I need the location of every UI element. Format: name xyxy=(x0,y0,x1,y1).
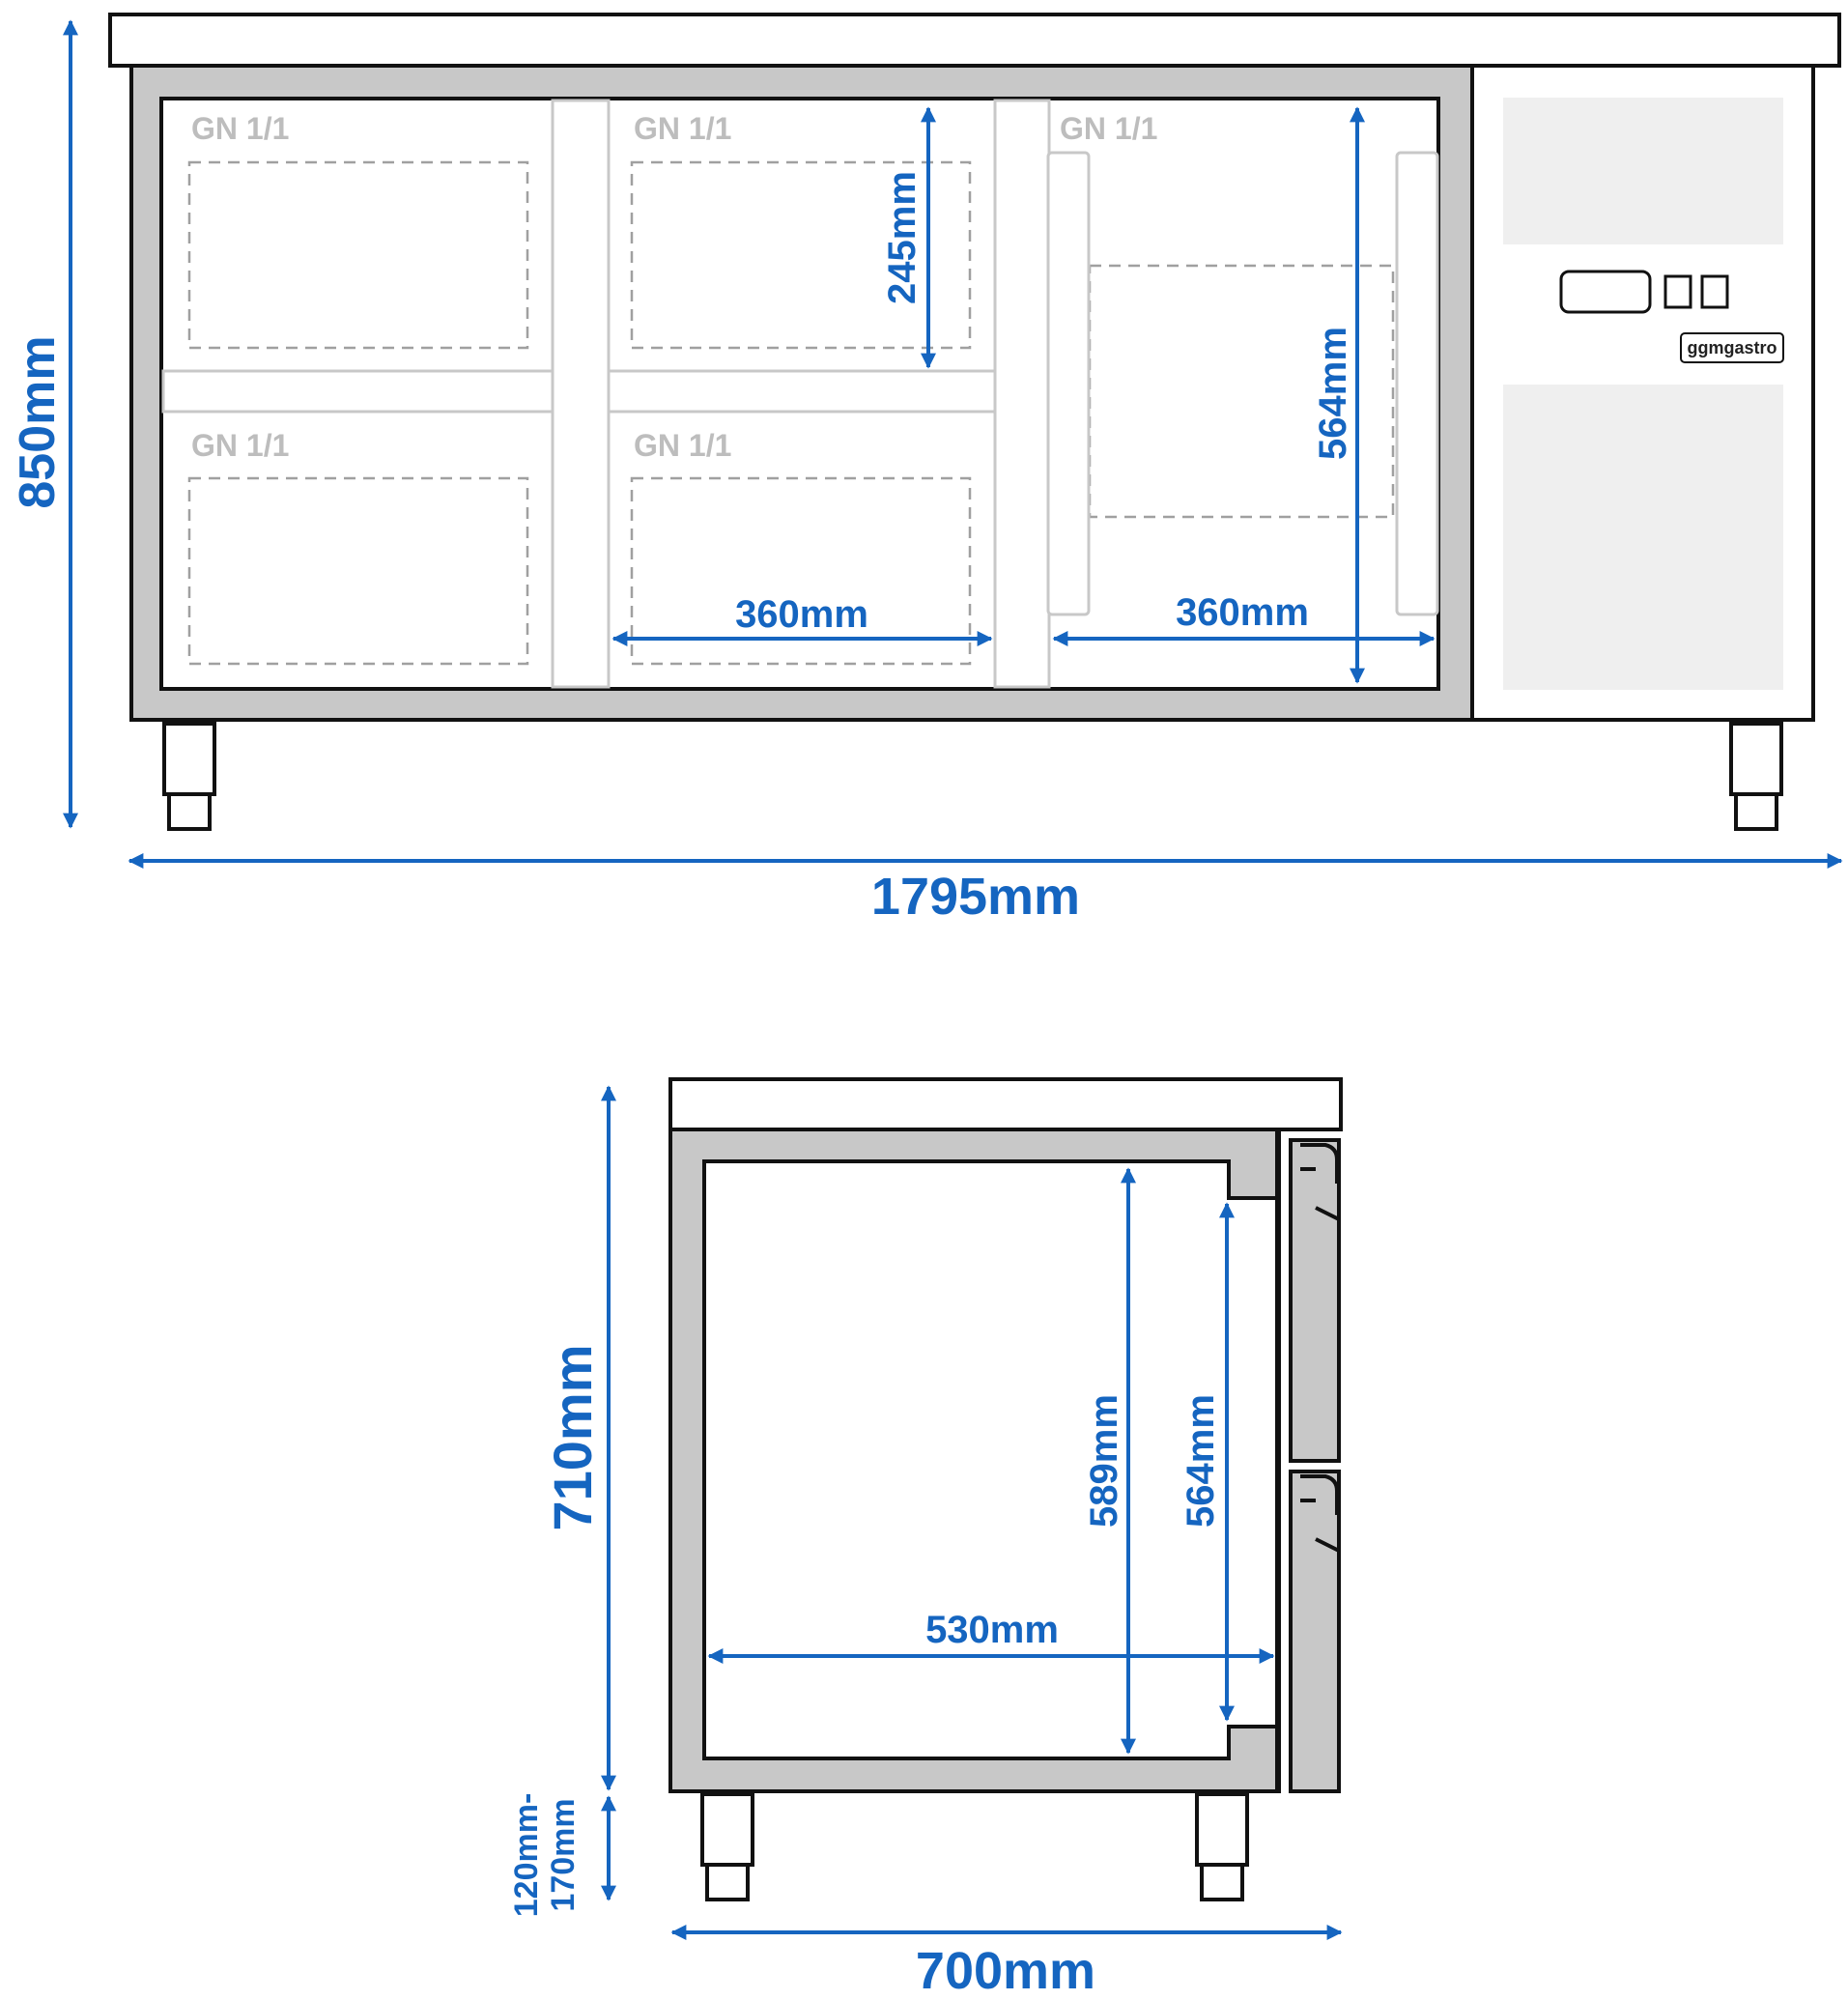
control-display xyxy=(1559,270,1652,314)
side-view: 710mm 120mm- 170mm 700mm 530mm 589mm 564… xyxy=(508,1077,1343,2000)
front-view: GN 1/1 GN 1/1 GN 1/1 GN 1/1 GN 1/1 ggmga… xyxy=(10,13,1843,926)
gn-label-3: GN 1/1 xyxy=(1060,111,1157,146)
gn-label-2: GN 1/1 xyxy=(634,111,731,146)
gn-pan-5 xyxy=(1088,264,1395,519)
logo-badge xyxy=(1680,332,1784,363)
dim-drawer-height: 245mm xyxy=(881,171,924,304)
side-drawer-front-top xyxy=(1289,1138,1341,1463)
dim-leg-height-line1: 120mm- xyxy=(508,1793,545,1918)
door-gasket-right xyxy=(1395,151,1439,616)
dim-compartment-height: 564mm xyxy=(1312,327,1354,460)
front-drawer-divider-mid xyxy=(607,369,997,414)
gn-pan-2 xyxy=(630,160,972,350)
front-leg-left xyxy=(162,722,216,831)
dim-inner-height-a: 589mm xyxy=(1083,1394,1125,1528)
front-divider-2 xyxy=(993,99,1051,689)
dim-width: 1795mm xyxy=(871,868,1080,926)
dim-height: 850mm xyxy=(10,335,66,508)
gn-label-5: GN 1/1 xyxy=(634,428,731,463)
vent-panel-top xyxy=(1503,98,1783,244)
side-leg-right xyxy=(1195,1792,1249,1901)
gn-pan-3 xyxy=(187,476,529,666)
dim-leg-height-line2: 170mm xyxy=(545,1798,582,1911)
front-worktop xyxy=(108,13,1841,68)
side-drawer-front-bottom xyxy=(1289,1470,1341,1793)
side-leg-left xyxy=(700,1792,754,1901)
dim-drawer-width: 360mm xyxy=(735,593,868,636)
dim-door-width: 360mm xyxy=(1176,591,1309,634)
dim-inner-depth: 530mm xyxy=(925,1609,1059,1651)
door-gasket-left xyxy=(1046,151,1091,616)
dim-depth: 700mm xyxy=(916,1942,1095,2000)
gn-label-1: GN 1/1 xyxy=(191,111,289,146)
logo-text: ggmgastro xyxy=(1687,338,1777,357)
front-leg-right xyxy=(1729,722,1783,831)
gn-label-4: GN 1/1 xyxy=(191,428,289,463)
front-drawer-divider-left xyxy=(161,369,554,414)
vent-panel-bottom xyxy=(1503,385,1783,690)
front-divider-1 xyxy=(551,99,611,689)
control-button-2 xyxy=(1700,274,1729,309)
dim-body-height: 710mm xyxy=(542,1344,603,1530)
gn-pan-4 xyxy=(630,476,972,666)
gn-pan-1 xyxy=(187,160,529,350)
control-button-1 xyxy=(1663,274,1692,309)
side-worktop xyxy=(668,1077,1343,1131)
dim-inner-height-b: 564mm xyxy=(1180,1394,1222,1528)
